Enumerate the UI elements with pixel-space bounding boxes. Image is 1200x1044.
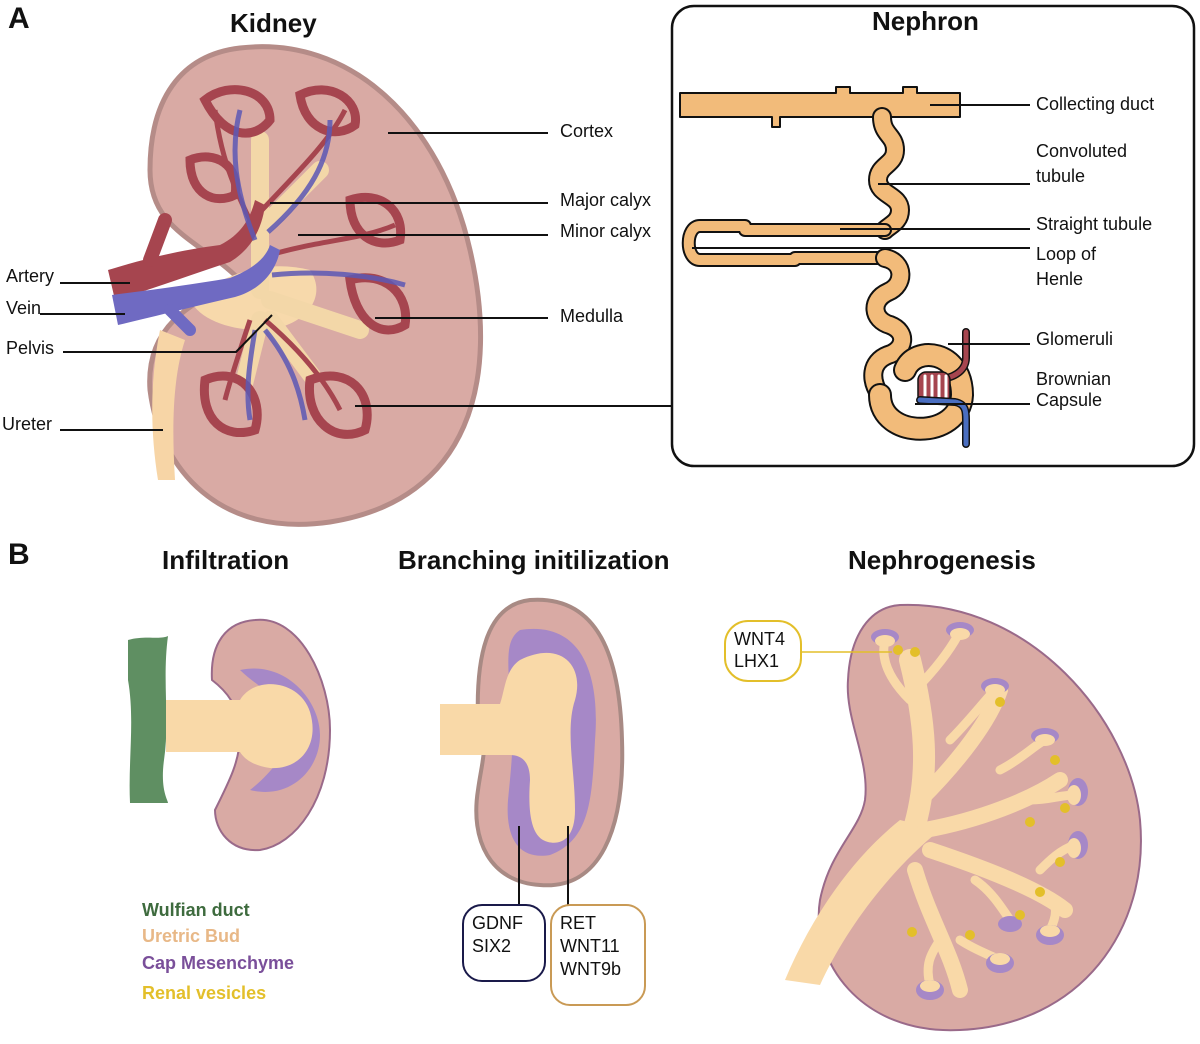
legend-wulfian-duct: Wulfian duct bbox=[142, 900, 250, 920]
legend-ureteric-bud: Uretric Bud bbox=[142, 926, 241, 946]
label-brownian: Brownian bbox=[1036, 369, 1112, 389]
renal-vesicles bbox=[893, 645, 1070, 940]
gene-label: WNT9b bbox=[560, 959, 622, 979]
artery-vessel bbox=[108, 200, 265, 300]
gene-label: WNT4 bbox=[734, 629, 785, 649]
infiltration-diagram bbox=[128, 618, 332, 852]
pyramid bbox=[345, 192, 406, 248]
label-loop-of: Loop of bbox=[1036, 244, 1097, 264]
label-convoluted: Convoluted bbox=[1036, 141, 1128, 161]
kidney-cross-section bbox=[108, 44, 483, 527]
legend-cap-mesenchyme: Cap Mesenchyme bbox=[142, 953, 295, 973]
pyramid bbox=[295, 85, 360, 137]
label-ureter: Ureter bbox=[2, 414, 53, 434]
label-henle: Henle bbox=[1036, 269, 1084, 289]
label-glomeruli: Glomeruli bbox=[1036, 329, 1114, 349]
label-artery: Artery bbox=[6, 266, 55, 286]
kidney-leader-lines bbox=[40, 132, 672, 431]
label-medulla: Medulla bbox=[560, 306, 624, 326]
kidney-title: Kidney bbox=[230, 8, 317, 38]
label-minor-calyx: Minor calyx bbox=[560, 221, 652, 241]
pyramid bbox=[185, 152, 241, 204]
vein-vessel bbox=[112, 245, 280, 325]
nephron-frame bbox=[670, 4, 1196, 468]
ureteric-bud bbox=[785, 820, 940, 985]
nephron-title: Nephron bbox=[872, 6, 979, 36]
label-cortex: Cortex bbox=[560, 121, 614, 141]
ureteric-bud bbox=[440, 652, 578, 843]
gene-label: WNT11 bbox=[560, 936, 620, 956]
gene-box-gdnf: GDNF SIX2 bbox=[462, 904, 546, 982]
panel-b-letter: B bbox=[8, 538, 30, 571]
gene-box-ret: RET WNT11 WNT9b bbox=[550, 904, 646, 1006]
ureteric-bud bbox=[166, 684, 313, 769]
gene-box-wnt4: WNT4 LHX1 bbox=[724, 620, 802, 682]
branching-diagram bbox=[440, 597, 625, 905]
label-straight-tubule: Straight tubule bbox=[1036, 214, 1153, 234]
gene-label: SIX2 bbox=[472, 936, 512, 956]
label-collecting-duct: Collecting duct bbox=[1036, 94, 1155, 114]
stage-title-branching: Branching initilization bbox=[398, 545, 670, 575]
gene-label: RET bbox=[560, 913, 596, 933]
label-vein: Vein bbox=[6, 298, 42, 318]
label-capsule: Capsule bbox=[1036, 390, 1103, 410]
nephron-leader-lines bbox=[692, 104, 1030, 405]
wulfian-duct bbox=[128, 636, 168, 803]
gene-label: LHX1 bbox=[734, 651, 780, 671]
nephrogenesis-diagram bbox=[785, 603, 1142, 1032]
label-major-calyx: Major calyx bbox=[560, 190, 652, 210]
legend-renal-vesicles: Renal vesicles bbox=[142, 983, 267, 1003]
nephron-diagram bbox=[679, 86, 974, 448]
ureter-tube bbox=[152, 330, 185, 480]
panel-a-letter: A bbox=[8, 2, 30, 35]
gene-label: GDNF bbox=[472, 913, 523, 933]
label-tubule: tubule bbox=[1036, 166, 1086, 186]
stage-title-infiltration: Infiltration bbox=[162, 545, 290, 575]
label-pelvis: Pelvis bbox=[6, 338, 55, 358]
stage-title-nephrogenesis: Nephrogenesis bbox=[848, 545, 1036, 575]
